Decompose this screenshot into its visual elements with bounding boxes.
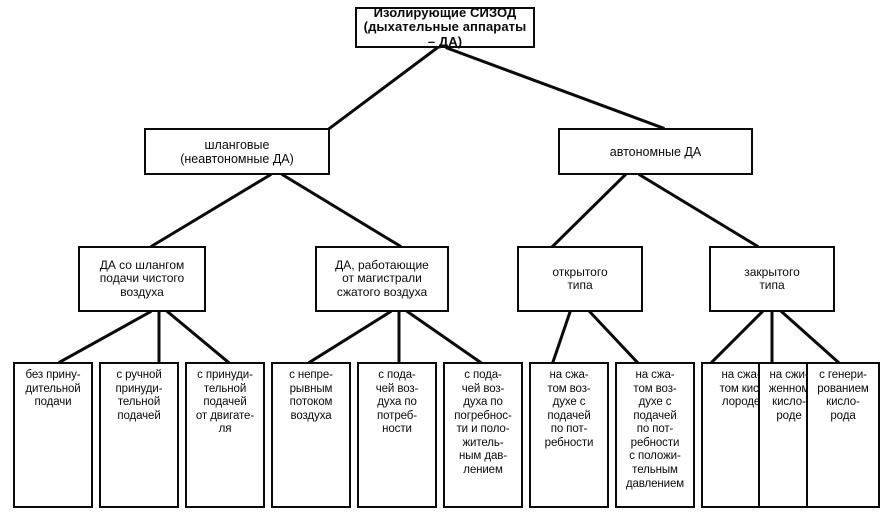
leaf-compressed-oxygen-text: на сжа-том кис-лороде — [719, 369, 763, 409]
node-root-line2: (дыхательные аппараты – ДА) — [363, 19, 527, 49]
node-root-line1: Изолирующие СИЗОД — [373, 4, 517, 20]
node-root-text: Изолирующие СИЗОД (дыхательные аппараты … — [361, 4, 529, 50]
node-hose[interactable]: шланговые (неавтономные ДА) — [144, 128, 330, 175]
node-hose-line1: шланговые — [204, 137, 270, 152]
node-clean-air-hose-line2: подачи чистого — [99, 271, 185, 286]
node-clean-air-hose-text: ДА со шлангом подачи чистого воздуха — [83, 257, 201, 299]
node-open-type-text: открытого типа — [522, 264, 638, 293]
node-clean-air-hose-line3: воздуха — [120, 284, 164, 299]
node-autonomous-text: автономные ДА — [564, 145, 747, 159]
node-clean-air-hose[interactable]: ДА со шлангом подачи чистого воздуха — [78, 246, 206, 312]
node-compressed-line-line1: ДА, работающие — [335, 257, 429, 272]
node-open-type[interactable]: открытого типа — [517, 246, 643, 312]
node-hose-text: шланговые (неавтономные ДА) — [150, 138, 324, 166]
node-clean-air-hose-line1: ДА со шлангом — [99, 257, 185, 272]
node-open-type-line2: типа — [567, 278, 593, 292]
node-autonomous-line1: автономные ДА — [609, 144, 702, 159]
node-open-type-line1: открытого — [552, 264, 608, 279]
node-compressed-line[interactable]: ДА, работающие от магистрали сжатого воз… — [315, 246, 449, 312]
node-closed-type[interactable]: закрытого типа — [709, 246, 835, 312]
node-compressed-line-line2: от магистрали — [342, 271, 422, 286]
node-root[interactable]: Изолирующие СИЗОД (дыхательные аппараты … — [355, 4, 535, 50]
node-hose-line2: (неавтономные ДА) — [180, 151, 294, 166]
node-autonomous[interactable]: автономные ДА — [558, 128, 753, 175]
node-closed-type-line2: типа — [759, 278, 785, 292]
node-closed-type-text: закрытого типа — [714, 264, 830, 293]
node-compressed-line-text: ДА, работающие от магистрали сжатого воз… — [320, 257, 444, 299]
node-closed-type-line1: закрытого — [744, 264, 800, 279]
node-compressed-line-line3: сжатого воздуха — [336, 284, 428, 299]
